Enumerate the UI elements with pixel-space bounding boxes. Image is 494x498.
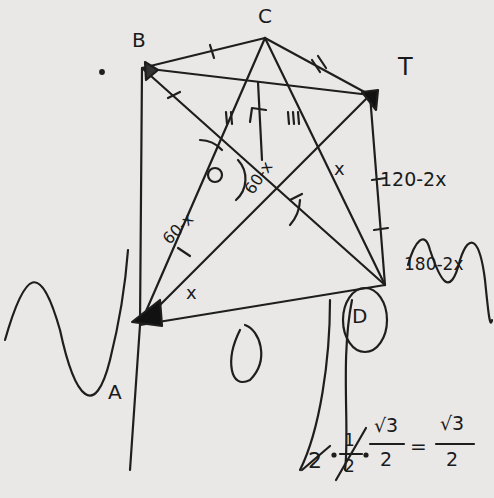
formula-term: = bbox=[410, 436, 427, 456]
point-label: D bbox=[352, 306, 367, 326]
point-label: C bbox=[258, 6, 272, 26]
point-label: A bbox=[108, 382, 122, 402]
formula-term: 2 bbox=[308, 450, 322, 472]
formula-term: 2 bbox=[380, 450, 392, 469]
point-label: B bbox=[132, 30, 146, 50]
formula-term: √3 bbox=[374, 416, 398, 435]
angle-label: x bbox=[186, 284, 197, 302]
formula-term: 2 bbox=[446, 450, 458, 469]
formula-term: 1 bbox=[344, 432, 355, 449]
formula-term: 2 bbox=[344, 458, 355, 475]
angle-label: 180-2x bbox=[404, 256, 463, 273]
angle-label: 60-x bbox=[242, 159, 276, 197]
angle-label: 120-2x bbox=[380, 170, 446, 189]
angle-label: x bbox=[334, 160, 345, 178]
angle-label: 60-x bbox=[160, 211, 196, 247]
point-label: T bbox=[398, 55, 413, 79]
formula-term: √3 bbox=[440, 414, 464, 433]
